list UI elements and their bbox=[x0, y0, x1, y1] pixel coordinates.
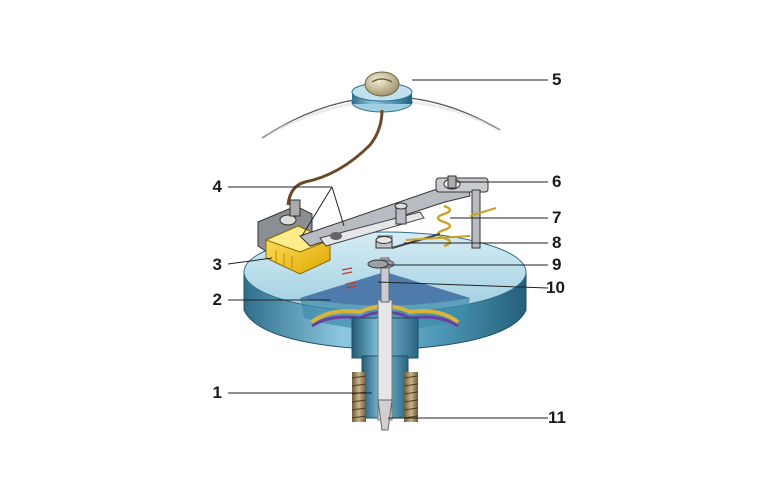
ring-nut bbox=[351, 71, 413, 113]
callout-3: 3 bbox=[212, 255, 222, 274]
callout-10: 10 bbox=[546, 278, 565, 297]
callout-4: 4 bbox=[212, 177, 222, 196]
callout-2: 2 bbox=[212, 290, 222, 309]
moving-contact bbox=[375, 236, 393, 249]
connecting-wire bbox=[286, 109, 384, 206]
callout-5: 5 bbox=[552, 70, 562, 89]
callout-6: 6 bbox=[552, 172, 562, 191]
upper-contact bbox=[394, 202, 408, 225]
callout-8: 8 bbox=[552, 233, 562, 252]
callout-11: 11 bbox=[548, 408, 566, 427]
fitting-stem bbox=[351, 299, 419, 431]
adjusting-screw bbox=[435, 175, 489, 249]
spring bbox=[436, 204, 452, 248]
lower-contact bbox=[367, 259, 389, 269]
leader-lines bbox=[227, 79, 549, 419]
callout-9: 9 bbox=[552, 255, 562, 274]
callout-7: 7 bbox=[552, 208, 562, 227]
callout-1: 1 bbox=[212, 383, 222, 402]
